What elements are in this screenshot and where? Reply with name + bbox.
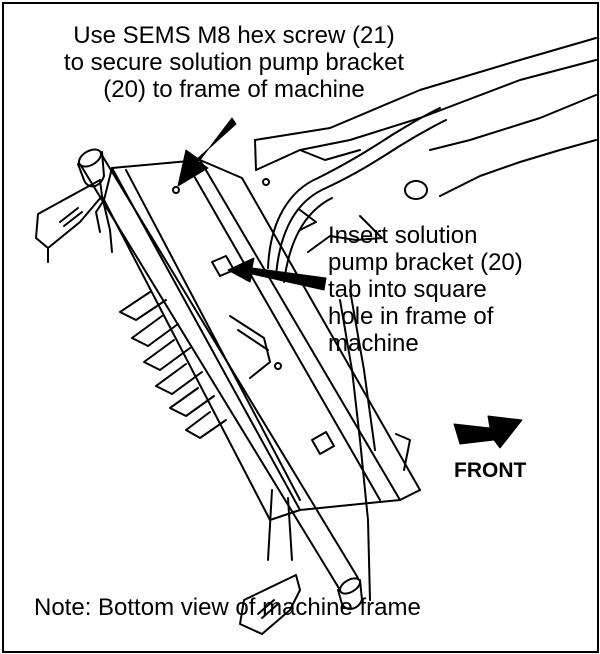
left-flange-bottom [239,489,301,635]
figure-note: Note: Bottom view of machine frame [34,594,421,621]
frame-wall [339,289,376,601]
arrow-icon-screw [177,117,237,187]
machine-frame-plate [254,37,597,200]
fin-details [119,291,271,439]
square-tabs [172,186,335,455]
bracket-channel [95,159,421,521]
callout-tab-line-2: pump bracket (20) [328,249,523,276]
callout-tab-line-3: tab into square [328,276,487,303]
front-direction-label: FRONT [454,459,527,482]
callout-tab-line-5: machine [328,330,419,357]
arrow-icon-tab [227,257,327,291]
left-flange-top [35,179,113,263]
callout-screw-line-1: Use SEMS M8 hex screw (21) [73,22,395,49]
curved-rib [267,107,447,283]
arrow-icon-front [453,415,523,449]
callout-tab: Insert solution pump bracket (20) tab in… [328,222,523,357]
callout-screw-line-2: to secure solution pump bracket [63,49,405,76]
callout-tab-line-1: Insert solution [328,222,478,249]
callout-tab-line-4: hole in frame of [328,303,494,330]
pump-bracket-rod [77,148,363,610]
callout-screw: Use SEMS M8 hex screw (21) to secure sol… [14,22,454,103]
callout-screw-line-3: (20) to frame of machine [103,76,365,103]
